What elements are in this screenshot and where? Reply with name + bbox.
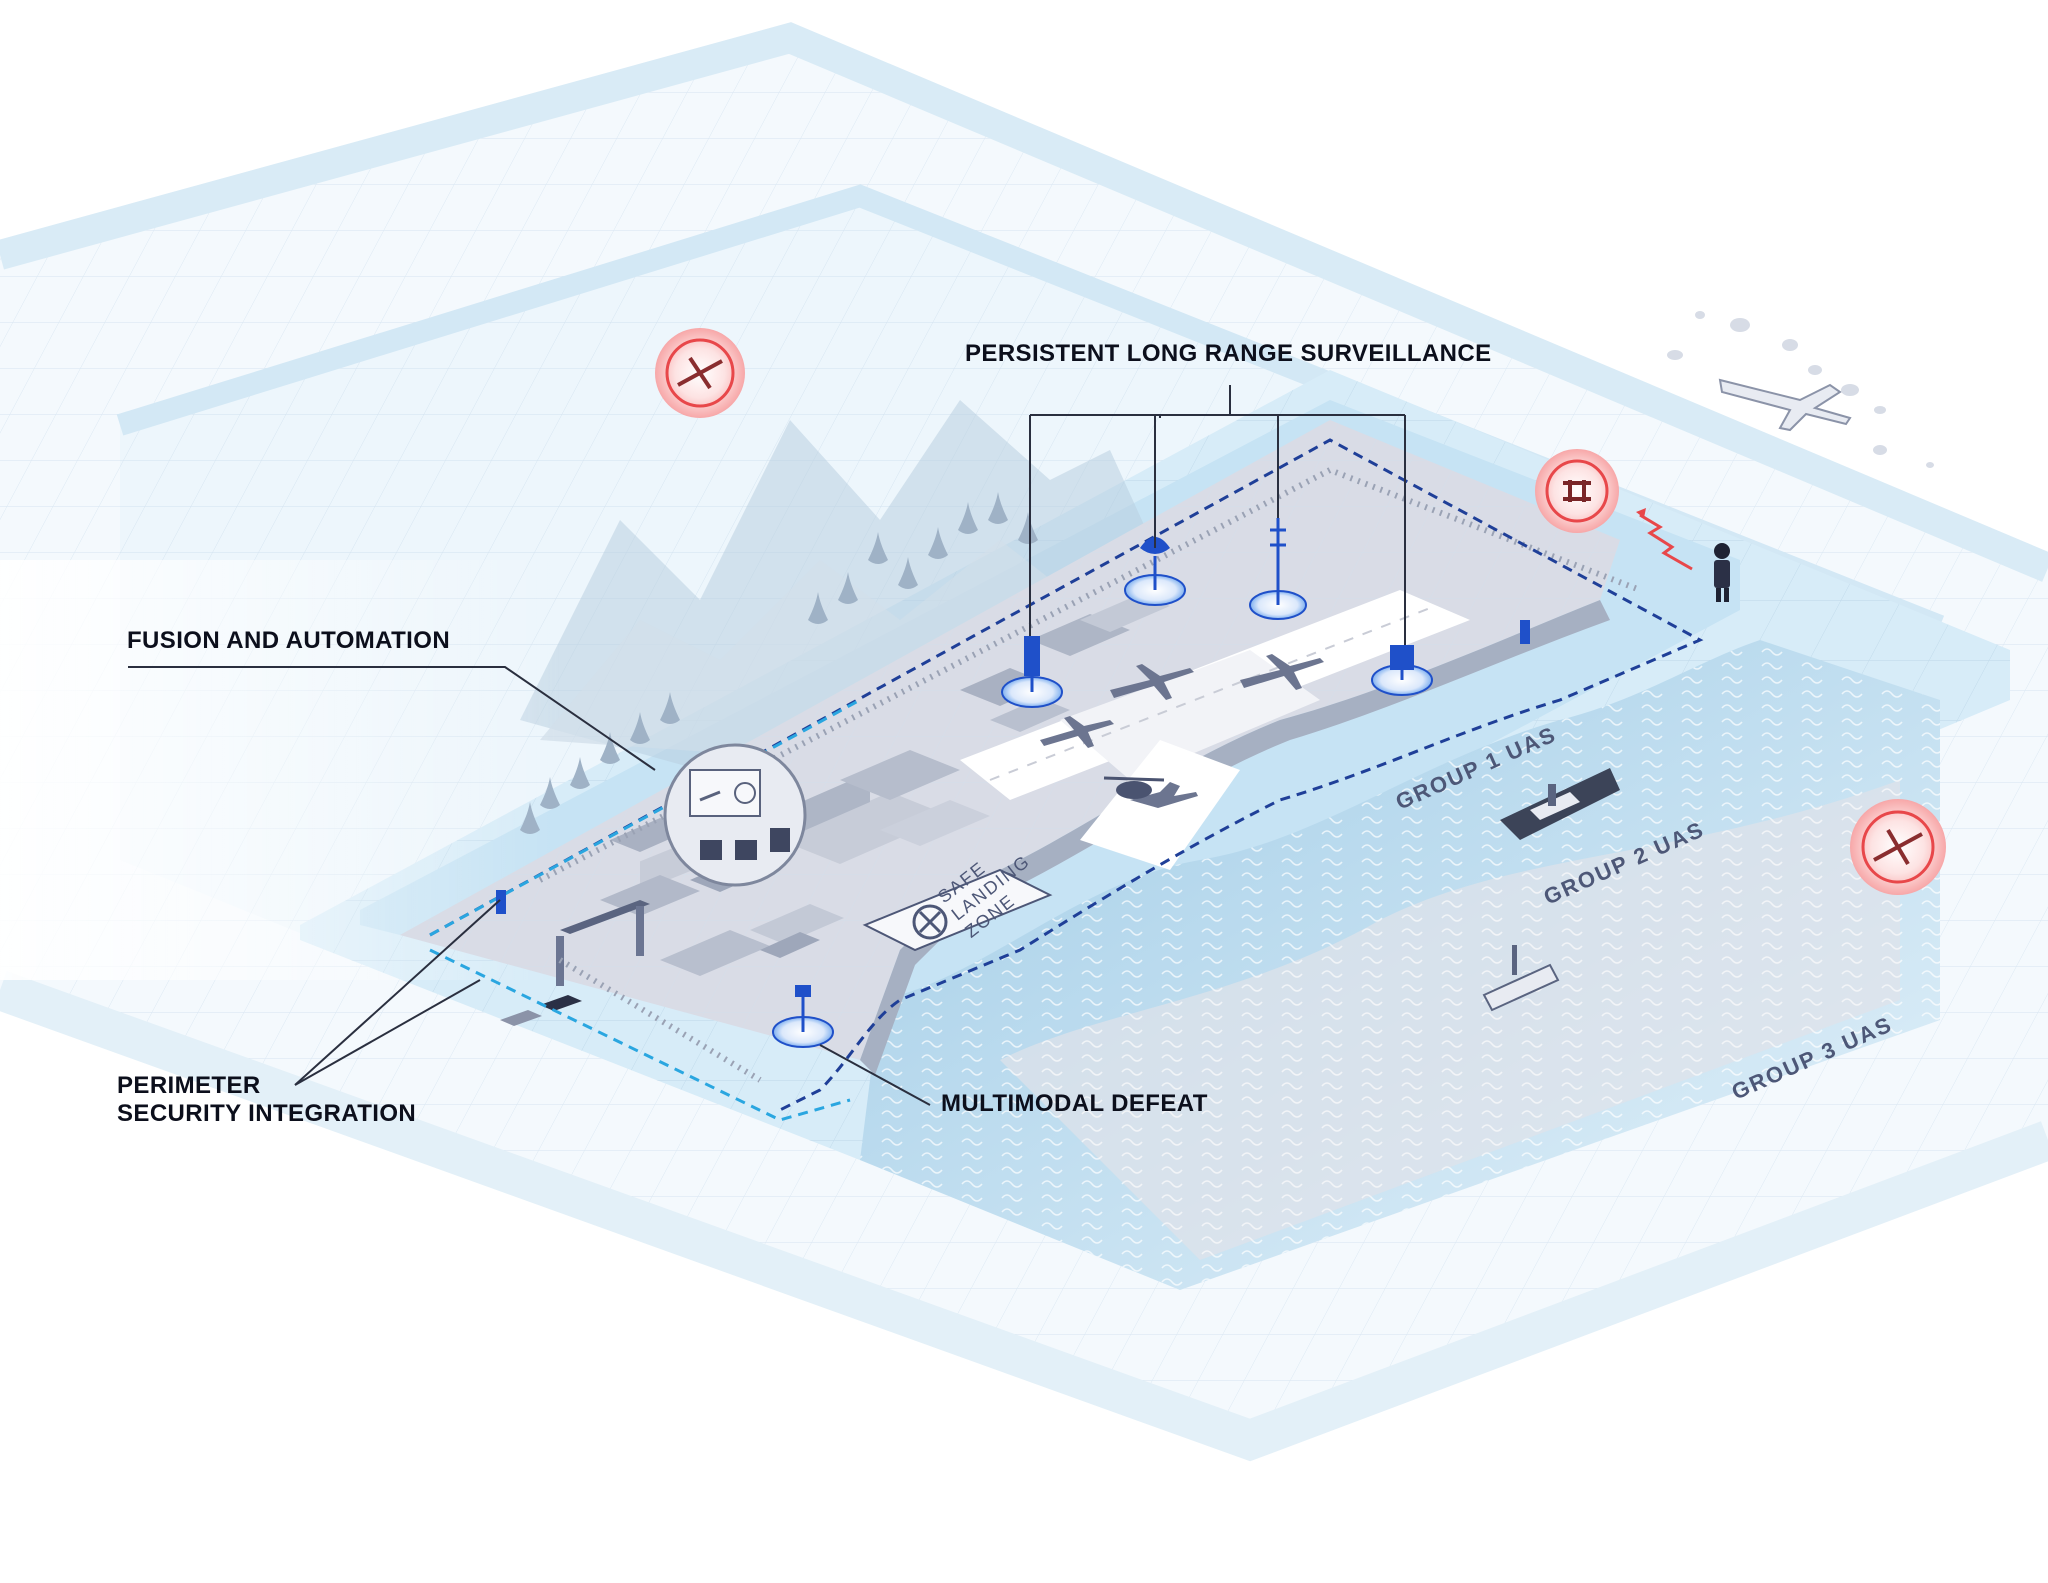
- tower-1: [1001, 636, 1063, 708]
- perimeter-sensor-2: [1520, 620, 1530, 644]
- operator-person-icon: [1714, 543, 1730, 602]
- tower-4: [1371, 645, 1433, 696]
- ship-icon-large: [1500, 768, 1620, 840]
- control-room-inset: [663, 743, 807, 887]
- drone-threat-icon-bottom-right: [1850, 799, 1946, 895]
- perimeter-fence: [538, 466, 1642, 1083]
- ship-icon-small: [1482, 945, 1560, 1012]
- callout-perimeter-line1: PERIMETER: [117, 1072, 261, 1099]
- callout-lines: [128, 385, 1406, 1106]
- helicopter-icon: [1103, 776, 1165, 799]
- callout-perimeter-line2: SECURITY INTEGRATION: [117, 1100, 417, 1127]
- buildings: [600, 594, 1170, 976]
- callout-defeat: MULTIMODAL DEFEAT: [941, 1090, 1208, 1117]
- base-ground: [400, 420, 1620, 1075]
- perimeter-sensor-1: [496, 890, 506, 914]
- callout-fusion: FUSION AND AUTOMATION: [127, 627, 451, 654]
- parked-aircraft: [1040, 654, 1324, 808]
- threat-drones: [655, 328, 1946, 895]
- safe-landing-zone: [862, 868, 1053, 952]
- trees: [520, 492, 1038, 834]
- drone-threat-icon-right: [1535, 449, 1619, 533]
- callout-surveillance: PERSISTENT LONG RANGE SURVEILLANCE: [965, 340, 1492, 367]
- perimeter-dashed-lines: [429, 438, 1704, 1122]
- drone-threat-icon-top-left: [655, 328, 745, 418]
- clouds: [1667, 311, 1934, 468]
- defeat-tower: [772, 985, 834, 1048]
- tower-3: [1249, 518, 1307, 620]
- water: [860, 640, 1940, 1290]
- airplane-icon: [1718, 378, 1852, 432]
